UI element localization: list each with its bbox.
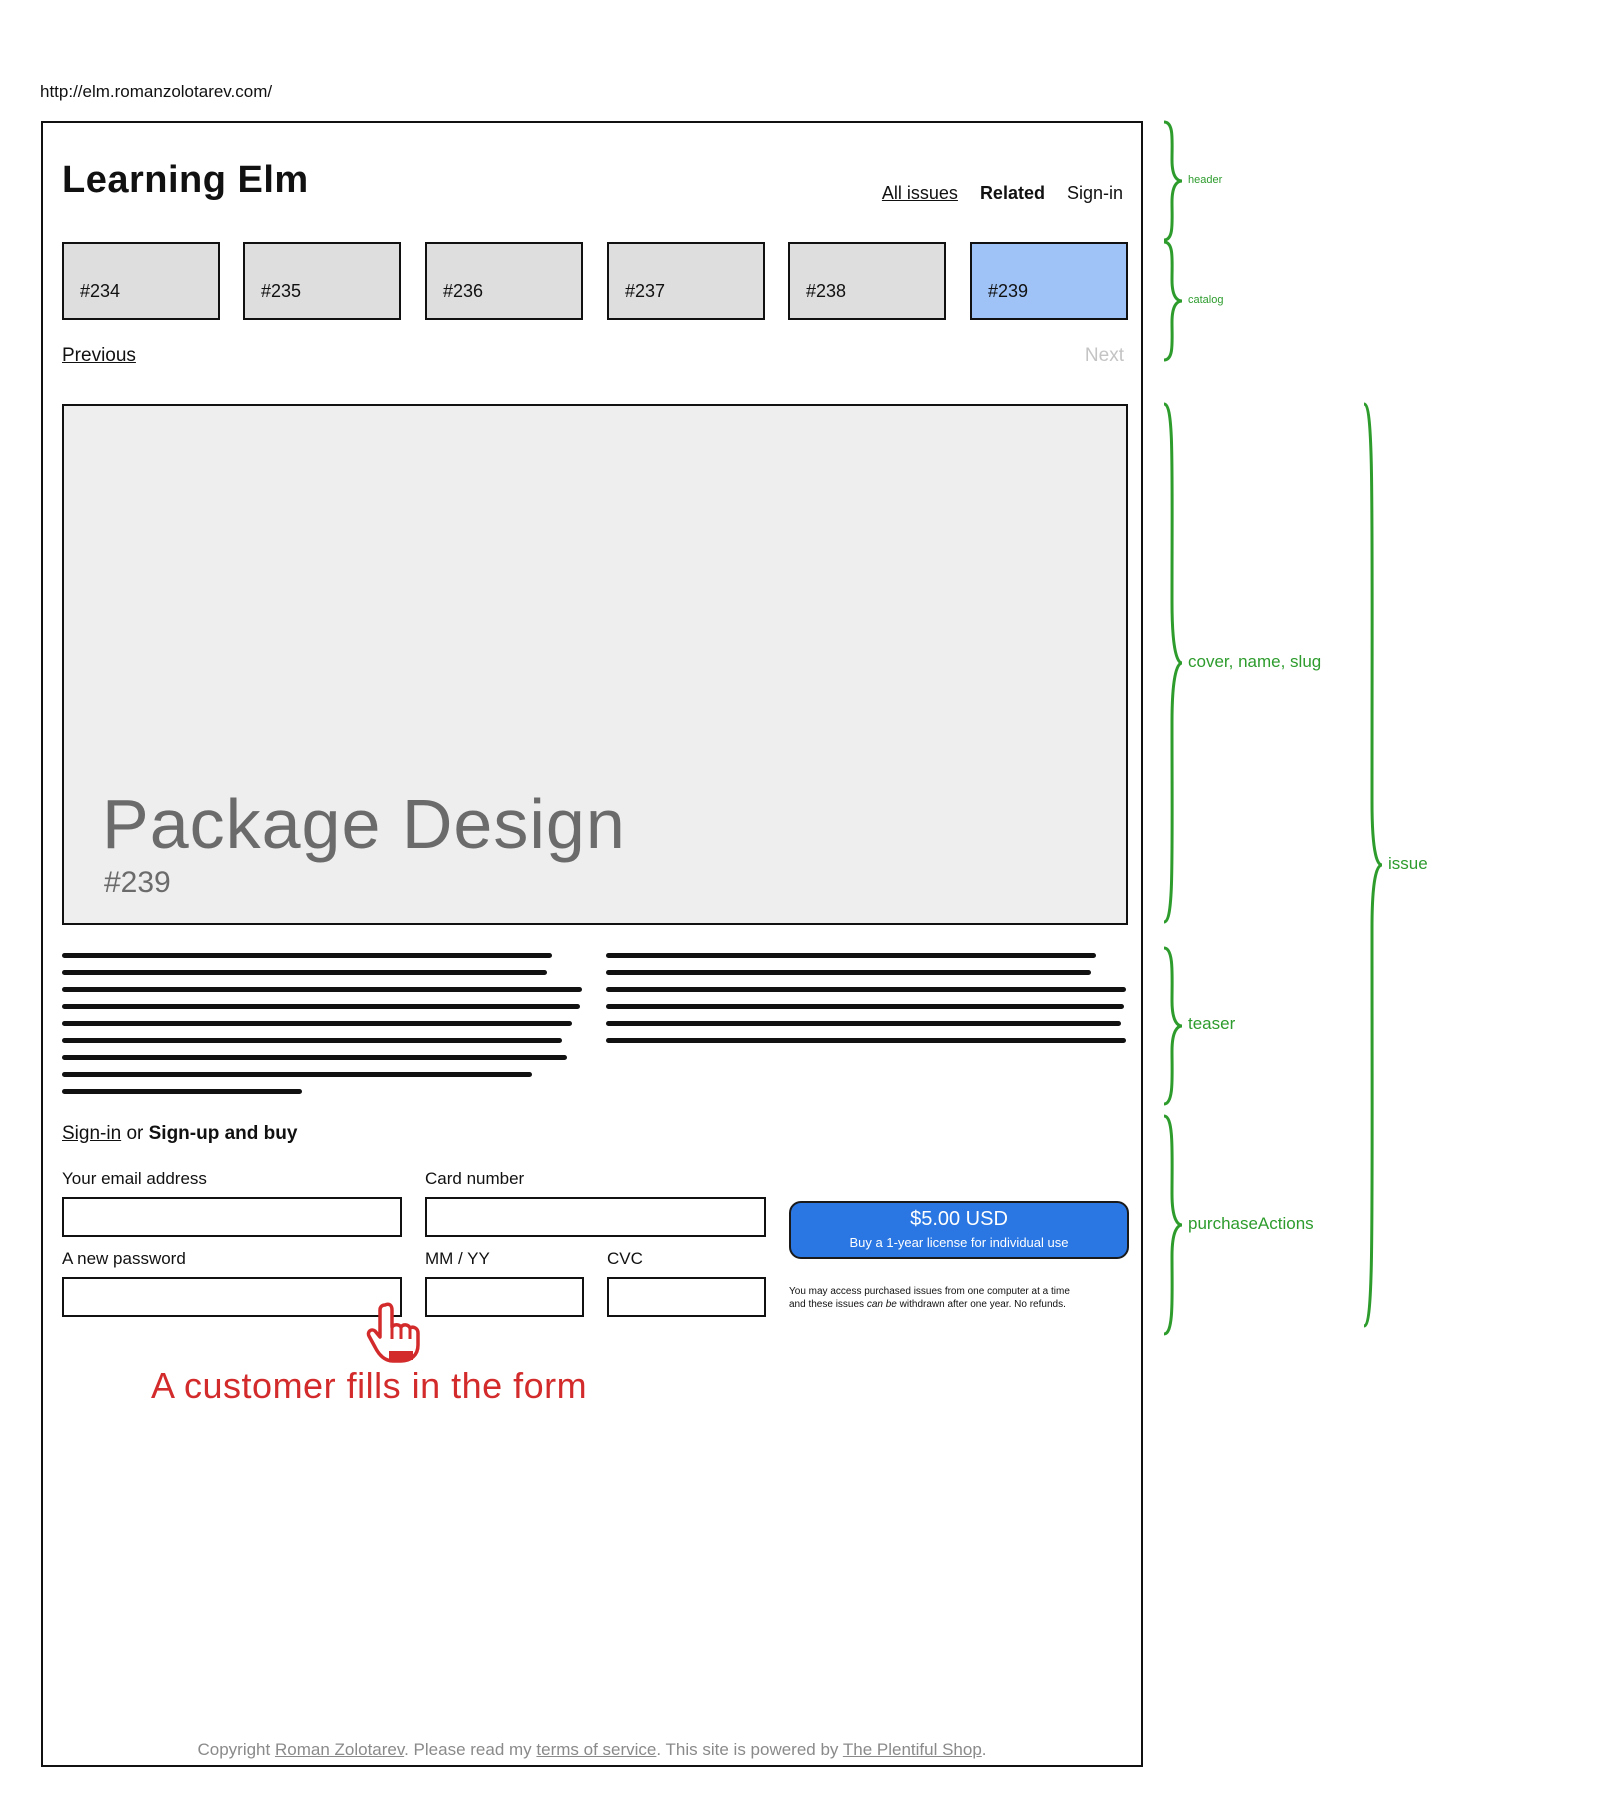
site-logo[interactable]: Learning Elm bbox=[62, 159, 309, 201]
teaser-column-left bbox=[62, 953, 582, 1106]
password-label: A new password bbox=[62, 1249, 186, 1268]
teaser-text-placeholder bbox=[606, 987, 1126, 992]
previous-link[interactable]: Previous bbox=[62, 345, 136, 366]
teaser-text-placeholder bbox=[62, 1055, 567, 1060]
teaser-text-placeholder bbox=[62, 953, 552, 958]
expiry-field[interactable] bbox=[425, 1277, 584, 1317]
teaser-text-placeholder bbox=[62, 1038, 562, 1043]
footer-read-text: . Please read my bbox=[404, 1740, 532, 1759]
next-link-disabled: Next bbox=[1084, 345, 1124, 366]
section-label-issue: issue bbox=[1388, 854, 1428, 873]
section-label-purchase: purchaseActions bbox=[1188, 1214, 1314, 1233]
nav-signin[interactable]: Sign-in bbox=[1066, 183, 1123, 203]
issue-cover: Package Design #239 bbox=[62, 404, 1128, 925]
terms-line-2-emphasis: can be bbox=[866, 1299, 897, 1310]
purchase-terms: You may access purchased issues from one… bbox=[789, 1285, 1129, 1311]
annotation-text: A customer fills in the form bbox=[151, 1365, 588, 1406]
cvc-label: CVC bbox=[607, 1249, 643, 1268]
issue-tile[interactable]: #238 bbox=[788, 242, 946, 320]
buy-license-text: Buy a 1-year license for individual use bbox=[849, 1235, 1069, 1250]
teaser-text-placeholder bbox=[606, 953, 1096, 958]
issue-tile[interactable]: #236 bbox=[425, 242, 583, 320]
teaser-text-placeholder bbox=[62, 987, 582, 992]
teaser-text-placeholder bbox=[606, 970, 1091, 975]
teaser-text-placeholder bbox=[62, 970, 547, 975]
footer-powered-text: . This site is powered by bbox=[656, 1740, 839, 1759]
expiry-label: MM / YY bbox=[425, 1249, 490, 1268]
issue-slug: #239 bbox=[104, 866, 171, 899]
teaser-text-placeholder bbox=[606, 1004, 1124, 1009]
brace-icon bbox=[1163, 1114, 1183, 1336]
teaser-text-placeholder bbox=[62, 1004, 580, 1009]
brace-icon bbox=[1163, 240, 1183, 362]
email-label: Your email address bbox=[62, 1169, 207, 1188]
issue-tile[interactable]: #237 bbox=[607, 242, 765, 320]
nav-related[interactable]: Related bbox=[979, 183, 1045, 203]
purchase-signup-link[interactable]: Sign-up and buy bbox=[148, 1123, 298, 1144]
terms-line-2a: and these issues bbox=[789, 1299, 865, 1310]
issue-catalog: #234 #235 #236 #237 #238 #239 bbox=[62, 242, 1128, 320]
buy-button[interactable]: $5.00 USD Buy a 1-year license for indiv… bbox=[789, 1201, 1129, 1259]
brace-icon bbox=[1163, 946, 1183, 1106]
brace-icon bbox=[1363, 402, 1383, 1328]
teaser-column-right bbox=[606, 953, 1126, 1055]
section-label-teaser: teaser bbox=[1188, 1014, 1236, 1033]
section-label-cover: cover, name, slug bbox=[1188, 652, 1322, 671]
teaser-text-placeholder bbox=[62, 1089, 302, 1094]
purchase-heading: Sign-in or Sign-up and buy bbox=[62, 1123, 297, 1145]
brace-icon bbox=[1163, 120, 1183, 242]
email-field[interactable] bbox=[62, 1197, 402, 1237]
nav-all-issues[interactable]: All issues bbox=[881, 183, 958, 203]
issue-tile-label: #239 bbox=[988, 281, 1029, 301]
footer-tos-link[interactable]: terms of service bbox=[536, 1740, 657, 1759]
issue-tile-active[interactable]: #239 bbox=[970, 242, 1128, 320]
cvc-field[interactable] bbox=[607, 1277, 766, 1317]
footer-author-link[interactable]: Roman Zolotarev bbox=[274, 1740, 405, 1759]
issue-tile[interactable]: #234 bbox=[62, 242, 220, 320]
teaser-text-placeholder bbox=[62, 1072, 532, 1077]
section-label-catalog: catalog bbox=[1188, 294, 1224, 306]
issue-tile-label: #238 bbox=[806, 281, 847, 301]
header-nav: All issues Related Sign-in bbox=[882, 183, 1123, 204]
buy-price: $5.00 USD bbox=[910, 1208, 1008, 1230]
footer-copyright: Copyright bbox=[197, 1740, 271, 1759]
purchase-signin-link[interactable]: Sign-in bbox=[62, 1123, 122, 1144]
pointing-hand-icon bbox=[366, 1302, 420, 1363]
teaser-text-placeholder bbox=[606, 1038, 1126, 1043]
terms-line-1: You may access purchased issues from one… bbox=[789, 1286, 1070, 1297]
issue-tile-label: #235 bbox=[261, 281, 302, 301]
teaser-text-placeholder bbox=[62, 1021, 572, 1026]
card-number-label: Card number bbox=[425, 1169, 525, 1188]
terms-line-2b: withdrawn after one year. No refunds. bbox=[899, 1299, 1066, 1310]
issue-tile-label: #237 bbox=[625, 281, 666, 301]
issue-tile-label: #234 bbox=[80, 281, 121, 301]
browser-url: http://elm.romanzolotarev.com/ bbox=[40, 82, 273, 101]
issue-tile[interactable]: #235 bbox=[243, 242, 401, 320]
page-frame: Learning Elm All issues Related Sign-in … bbox=[41, 121, 1143, 1767]
footer-shop-link[interactable]: The Plentiful Shop bbox=[842, 1740, 982, 1759]
footer: Copyright Roman Zolotarev. Please read m… bbox=[43, 1740, 1141, 1760]
issue-tile-label: #236 bbox=[443, 281, 484, 301]
card-number-field[interactable] bbox=[425, 1197, 766, 1237]
issue-name: Package Design bbox=[102, 785, 626, 863]
section-label-header: header bbox=[1188, 174, 1223, 186]
footer-end-text: . bbox=[981, 1740, 987, 1759]
password-field[interactable] bbox=[62, 1277, 402, 1317]
brace-icon bbox=[1163, 402, 1183, 924]
teaser-text-placeholder bbox=[606, 1021, 1121, 1026]
purchase-or-text: or bbox=[126, 1123, 144, 1144]
